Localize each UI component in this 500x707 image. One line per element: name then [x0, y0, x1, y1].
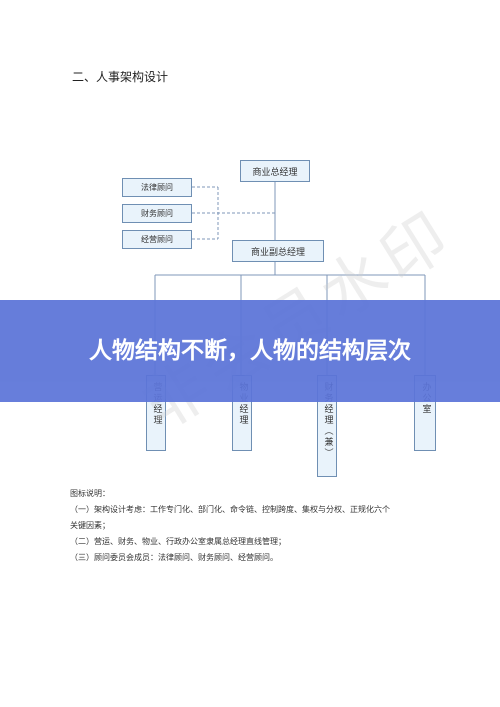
title-banner: 人物结构不断，人物的结构层次 — [0, 300, 500, 402]
section-heading: 二、人事架构设计 — [72, 70, 169, 84]
advisor-box-finance: 财务顾问 — [122, 204, 192, 223]
advisor-box-legal: 法律顾问 — [122, 178, 192, 197]
notes-title: 图标说明： — [70, 489, 110, 498]
note-line: （一）架构设计考虑：工作专门化、部门化、命令链、控制跨度、集权与分权、正规化六个 — [70, 505, 390, 514]
org-box-top: 商业总经理 — [240, 160, 310, 182]
note-line: （二）营运、财务、物业、行政办公室隶属总经理直线管理； — [70, 537, 286, 546]
dept-label-property: 物业经理 — [237, 382, 248, 426]
org-box-deputy: 商业副总经理 — [232, 240, 324, 262]
notes-section: 图标说明： （一）架构设计考虑：工作专门化、部门化、命令链、控制跨度、集权与分权… — [70, 486, 450, 566]
note-line: （三）顾问委员会成员：法律顾问、财务顾问、经营顾问。 — [70, 553, 278, 562]
advisor-box-operations: 经营顾问 — [122, 230, 192, 249]
banner-title: 人物结构不断，人物的结构层次 — [89, 338, 411, 364]
dept-label-operations: 营运经理 — [151, 382, 162, 426]
note-line: 关键因素； — [70, 521, 110, 530]
dept-label-finance: 财务经理（兼） — [322, 382, 333, 459]
